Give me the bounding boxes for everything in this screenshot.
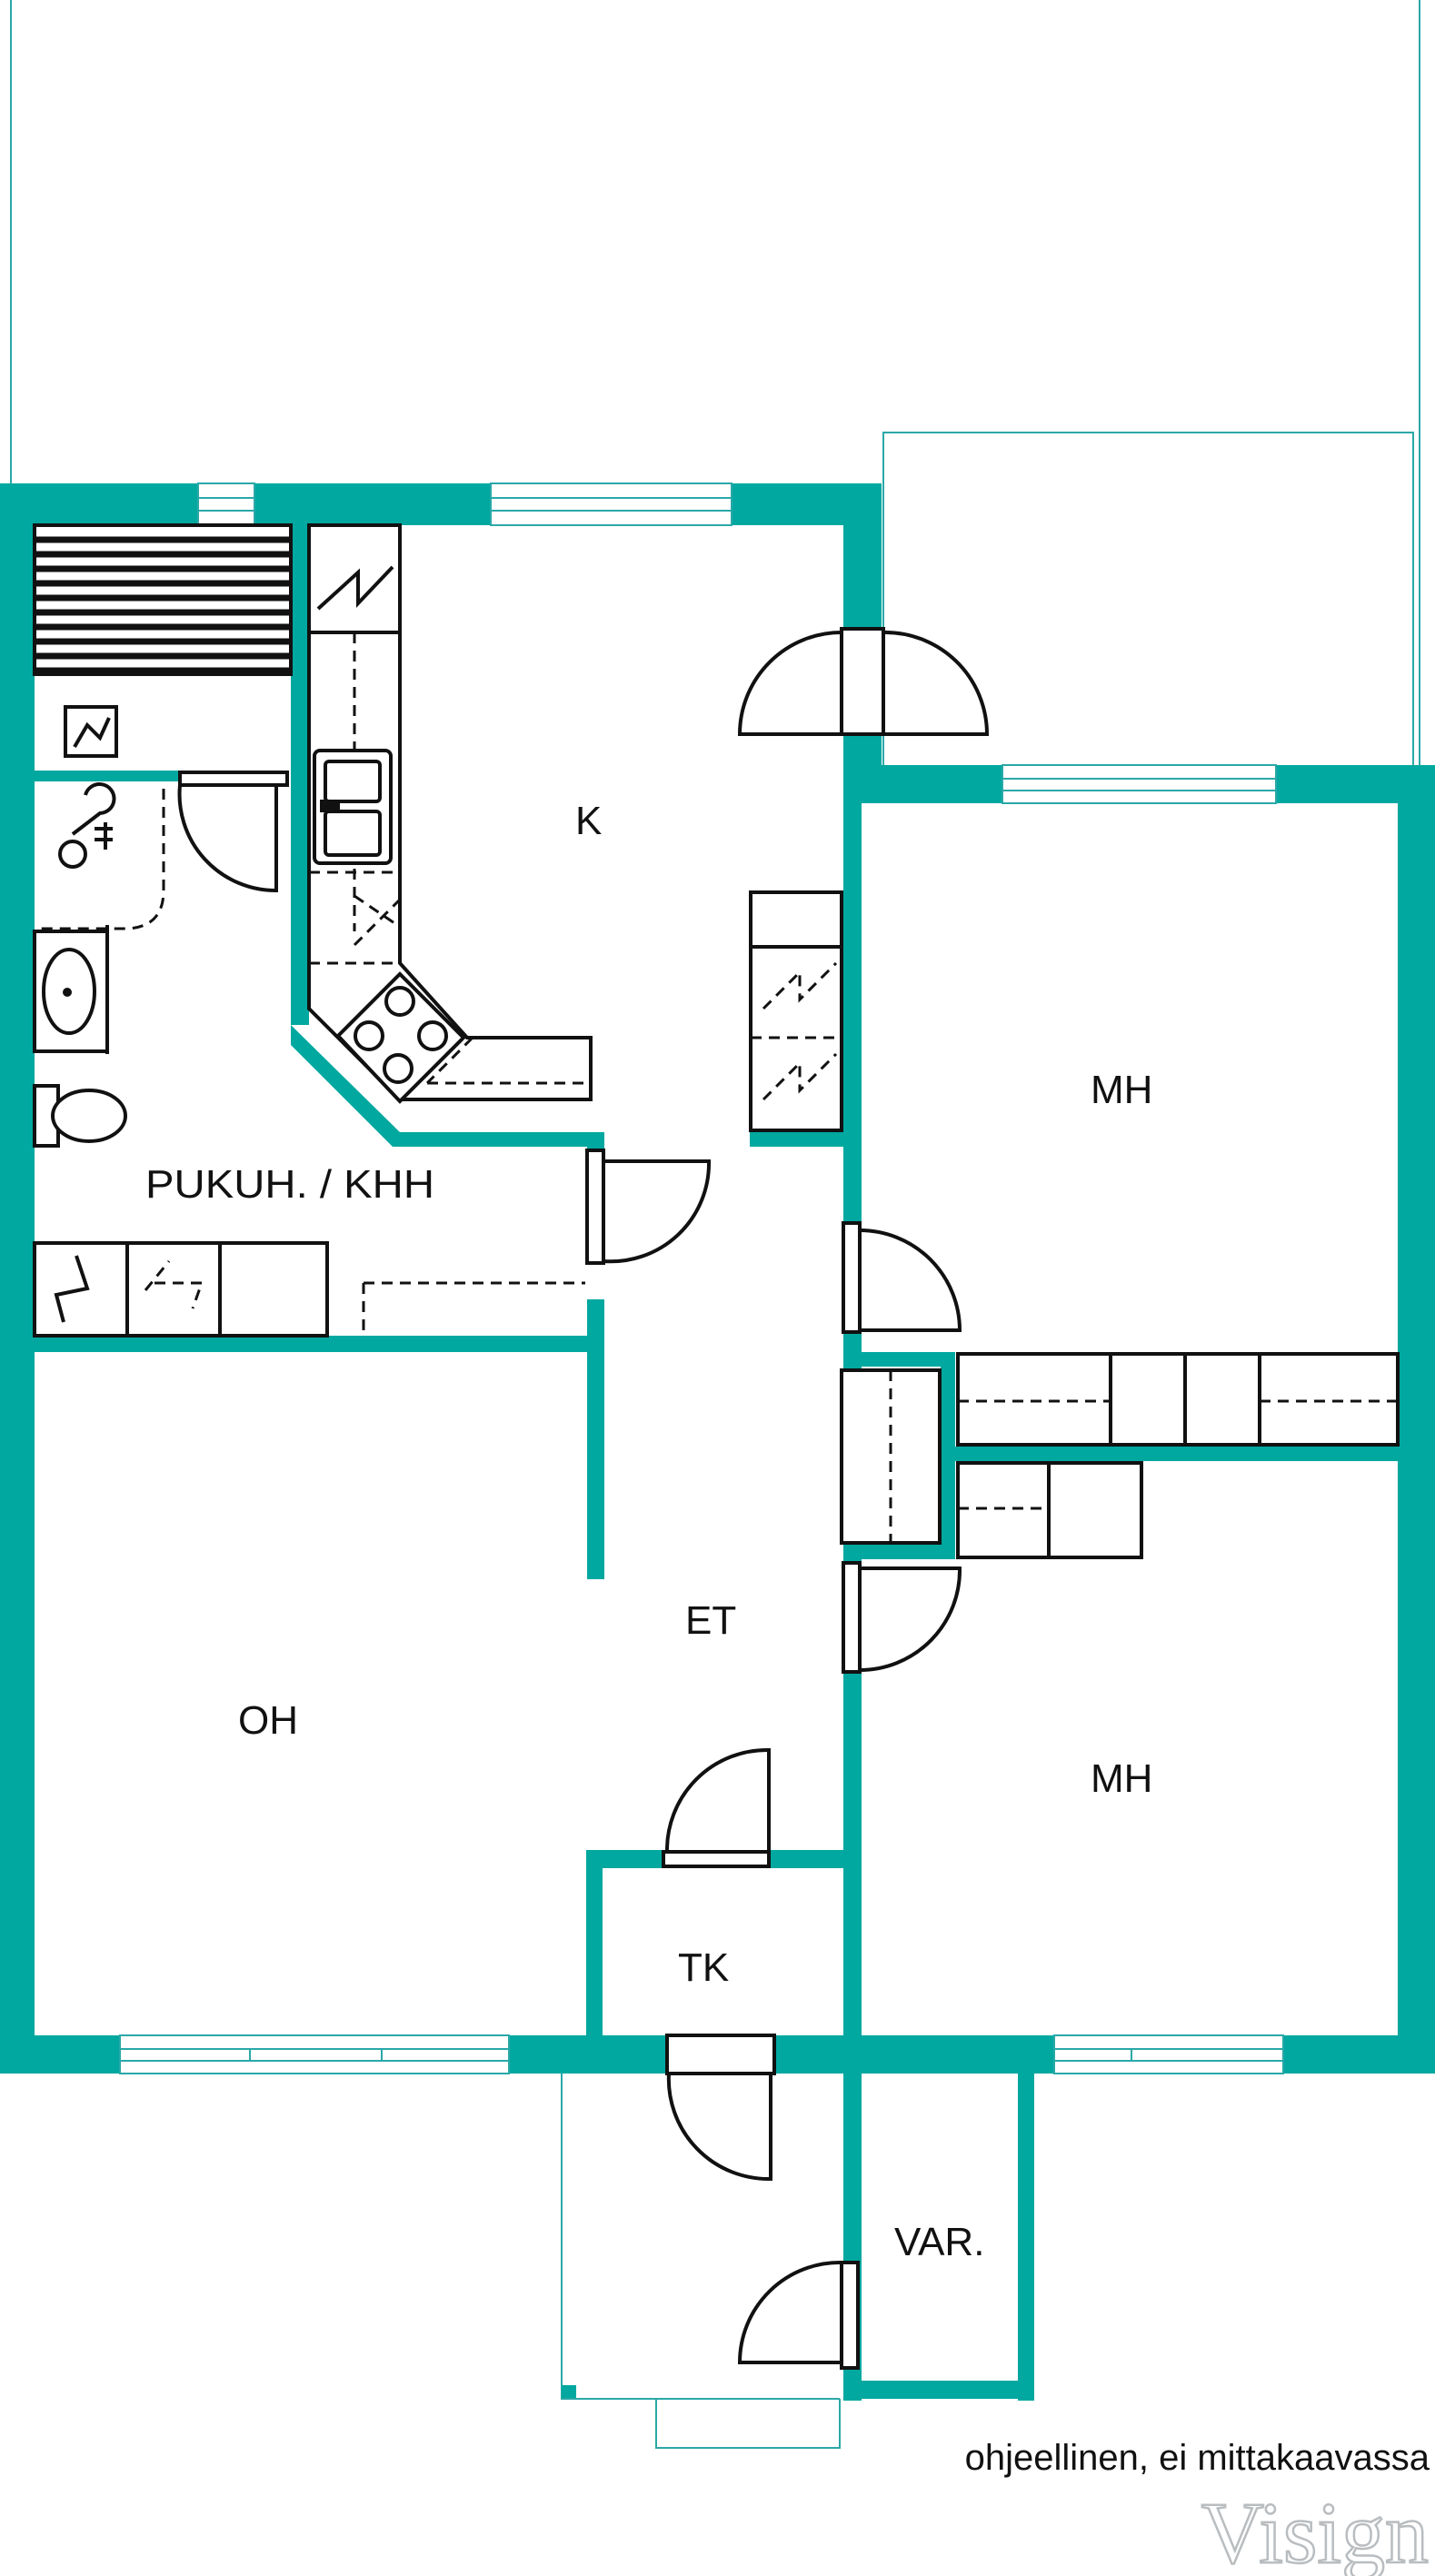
bedroom-lower-door[interactable] (842, 1561, 962, 1674)
utility-room-door[interactable] (585, 1149, 712, 1265)
closet-door[interactable] (662, 1747, 771, 1868)
terrace-outlines (10, 0, 1420, 2449)
window-sauna (197, 482, 255, 526)
window-living-room (119, 2034, 510, 2074)
shower (35, 782, 165, 930)
room-label-living-room: OH (238, 1698, 298, 1743)
room-label-kitchen: K (575, 799, 602, 843)
doors[interactable] (177, 627, 990, 2370)
stove (335, 971, 466, 1104)
room-label-storage: VAR. (894, 2220, 984, 2264)
wardrobes (840, 1352, 1400, 1559)
utility-counters (33, 1241, 585, 1338)
fixtures (33, 523, 1400, 1559)
room-label-closet: TK (678, 1945, 729, 1990)
room-labels: K MH PUKUH. / KHH ET OH MH TK VAR. (145, 799, 1152, 2264)
bedroom-upper-door[interactable] (842, 1221, 962, 1334)
window-kitchen (490, 482, 732, 526)
sauna-bench (33, 523, 293, 676)
kitchen-sink (313, 749, 393, 865)
washbasin (33, 925, 109, 1054)
balcony-door[interactable] (737, 627, 990, 736)
windows (119, 482, 1284, 2074)
toilet (33, 1084, 127, 1148)
room-label-entrance-hall: ET (685, 1598, 736, 1643)
scale-disclaimer: ohjeellinen, ei mittakaavassa (965, 2438, 1430, 2478)
sauna-door[interactable] (177, 771, 289, 893)
window-bedroom-lower (1053, 2034, 1284, 2074)
walls (0, 483, 1435, 2401)
sauna-stove (64, 705, 118, 758)
fridge-freezer (749, 890, 843, 1132)
room-label-bedroom-upper: MH (1091, 1068, 1152, 1112)
entrance-door[interactable] (665, 2034, 776, 2182)
storage-door[interactable] (737, 2260, 860, 2370)
watermark-logo: Visign (1201, 2484, 1429, 2576)
room-label-bedroom-lower: MH (1091, 1756, 1152, 1801)
window-bedroom-upper (1002, 764, 1277, 804)
room-label-dressing-utility: PUKUH. / KHH (145, 1162, 434, 1207)
